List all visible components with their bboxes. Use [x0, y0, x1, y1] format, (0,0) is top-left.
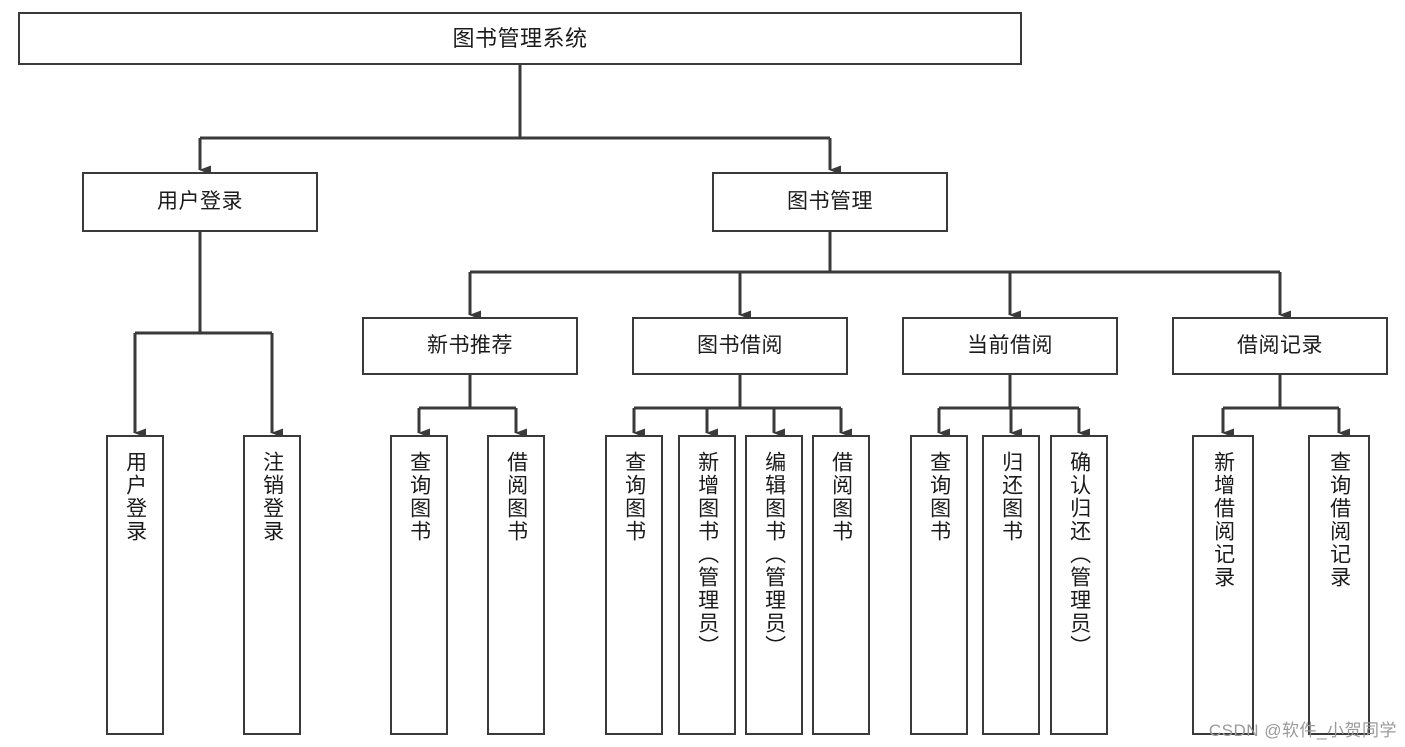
node-borrow-record[interactable]: 借阅记录: [1172, 317, 1388, 375]
node-label: 查询图书: [622, 451, 646, 543]
node-leaf-query-book-borrow[interactable]: 查询图书: [605, 435, 663, 735]
node-leaf-confirm-return-admin[interactable]: 确认归还（管理员）: [1050, 435, 1108, 735]
node-label: 编辑图书（管理员）: [762, 451, 786, 658]
node-book-management[interactable]: 图书管理: [712, 172, 948, 232]
node-label: 新增借阅记录: [1211, 451, 1235, 589]
node-leaf-query-book-current[interactable]: 查询图书: [910, 435, 968, 735]
node-leaf-add-book-admin[interactable]: 新增图书（管理员）: [678, 435, 736, 735]
node-label: 确认归还（管理员）: [1067, 451, 1091, 658]
node-new-book-recommend[interactable]: 新书推荐: [362, 317, 578, 375]
node-label: 用户登录: [157, 189, 243, 213]
watermark: CSDN @软件_小贺同学: [1208, 721, 1397, 740]
node-leaf-return-book[interactable]: 归还图书: [982, 435, 1040, 735]
node-label: 注销登录: [260, 451, 284, 543]
node-label: 图书管理系统: [452, 25, 588, 51]
node-label: 归还图书: [999, 451, 1023, 543]
node-label: 借阅图书: [829, 451, 853, 543]
node-leaf-query-borrow-record[interactable]: 查询借阅记录: [1308, 435, 1370, 735]
node-label: 图书借阅: [697, 333, 783, 357]
node-book-borrow[interactable]: 图书借阅: [632, 317, 848, 375]
node-label: 查询图书: [407, 451, 431, 543]
node-leaf-user-login[interactable]: 用户登录: [106, 435, 164, 735]
node-leaf-edit-book-admin[interactable]: 编辑图书（管理员）: [745, 435, 803, 735]
node-label: 借阅记录: [1237, 333, 1323, 357]
node-label: 借阅图书: [504, 451, 528, 543]
node-leaf-add-borrow-record[interactable]: 新增借阅记录: [1192, 435, 1254, 735]
node-root-system[interactable]: 图书管理系统: [18, 12, 1022, 65]
node-current-borrow[interactable]: 当前借阅: [902, 317, 1118, 375]
node-label: 用户登录: [123, 451, 147, 543]
node-leaf-borrow-book-recommend[interactable]: 借阅图书: [487, 435, 545, 735]
node-leaf-query-book-recommend[interactable]: 查询图书: [390, 435, 448, 735]
node-label: 查询借阅记录: [1327, 451, 1351, 589]
node-label: 新增图书（管理员）: [695, 451, 719, 658]
node-label: 新书推荐: [427, 333, 513, 357]
node-leaf-logout[interactable]: 注销登录: [243, 435, 301, 735]
node-label: 查询图书: [927, 451, 951, 543]
node-label: 当前借阅: [967, 333, 1053, 357]
node-leaf-borrow-book[interactable]: 借阅图书: [812, 435, 870, 735]
node-user-login[interactable]: 用户登录: [82, 172, 318, 232]
node-label: 图书管理: [787, 189, 873, 213]
